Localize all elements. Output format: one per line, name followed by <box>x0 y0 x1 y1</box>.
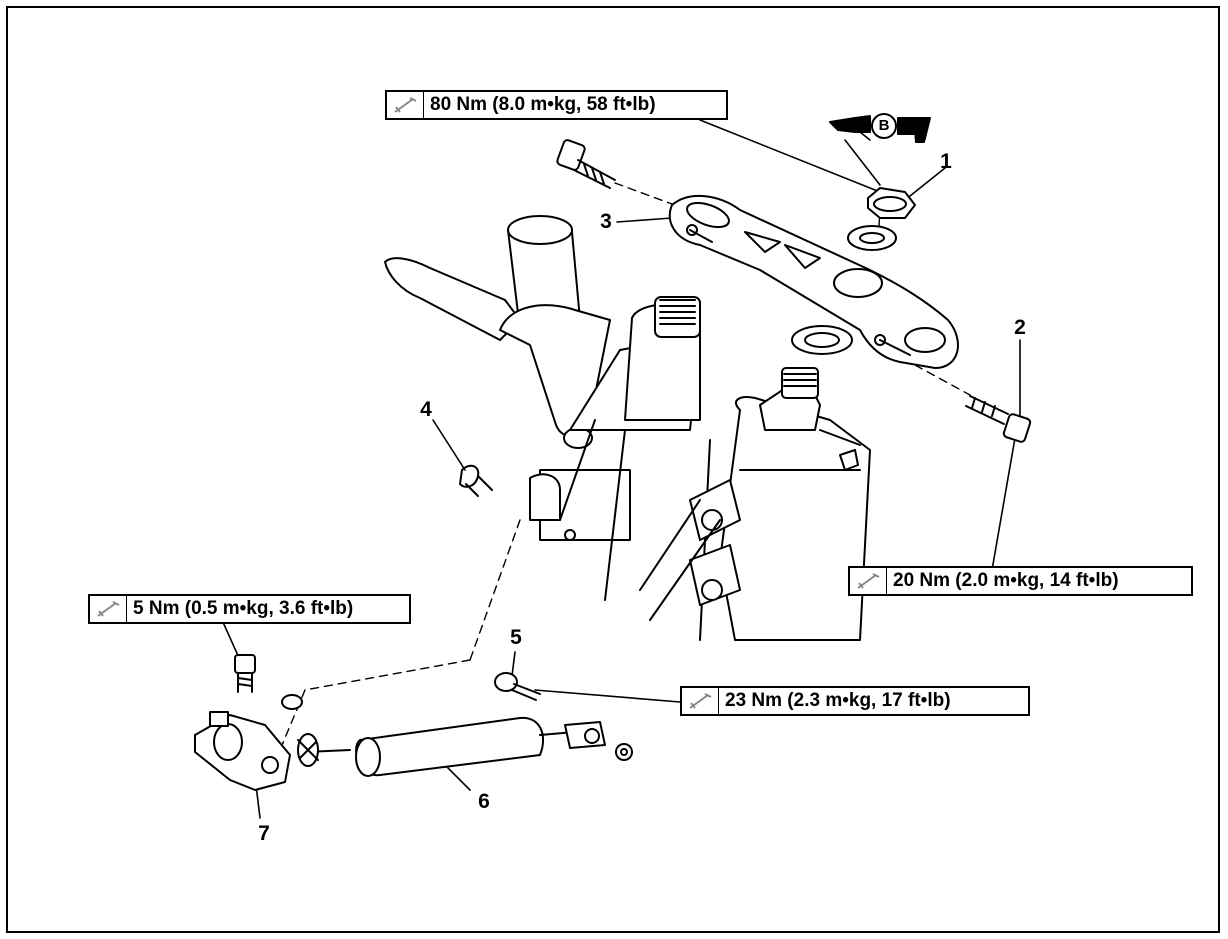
callout-1: 1 <box>940 150 952 173</box>
callout-4: 4 <box>420 398 432 421</box>
damper-bolt <box>494 672 541 701</box>
steering-head <box>639 367 871 641</box>
upper-bracket <box>668 194 959 369</box>
torque-spec-damper-bolt: 23 Nm (2.3 m•kg, 17 ft•lb) <box>680 686 1030 716</box>
torque-spec-clamp-bolt: 5 Nm (0.5 m•kg, 3.6 ft•lb) <box>88 594 411 624</box>
torque-spec-text: 20 Nm (2.0 m•kg, 14 ft•lb) <box>893 570 1119 591</box>
torque-spec-text: 5 Nm (0.5 m•kg, 3.6 ft•lb) <box>133 598 354 619</box>
callout-2: 2 <box>1014 316 1026 339</box>
retaining-clip <box>459 464 493 497</box>
torque-spec-text: 23 Nm (2.3 m•kg, 17 ft•lb) <box>725 690 951 711</box>
torque-wrench-icon <box>90 596 127 622</box>
top-nut <box>791 187 916 355</box>
torque-spec-side-bolt: 20 Nm (2.0 m•kg, 14 ft•lb) <box>848 566 1193 596</box>
top-bolt <box>556 139 616 189</box>
callout-5: 5 <box>510 626 522 649</box>
damper-clamp <box>194 694 303 791</box>
torque-spec-text: 80 Nm (8.0 m•kg, 58 ft•lb) <box>430 94 656 115</box>
callout-6: 6 <box>478 790 490 813</box>
callout-3: 3 <box>600 210 612 233</box>
steering-damper <box>297 716 633 777</box>
side-bolt <box>965 395 1032 443</box>
torque-wrench-icon <box>850 568 887 594</box>
callout-7: 7 <box>258 822 270 845</box>
clamp-bolt <box>234 654 256 693</box>
grease-gun-icon <box>829 113 931 143</box>
torque-wrench-icon <box>682 688 719 714</box>
handlebar-assembly <box>384 215 701 601</box>
torque-wrench-icon <box>387 92 424 118</box>
lubricant-label: B <box>878 117 890 134</box>
torque-spec-top-nut: 80 Nm (8.0 m•kg, 58 ft•lb) <box>385 90 728 120</box>
leader-lines <box>221 119 1021 819</box>
